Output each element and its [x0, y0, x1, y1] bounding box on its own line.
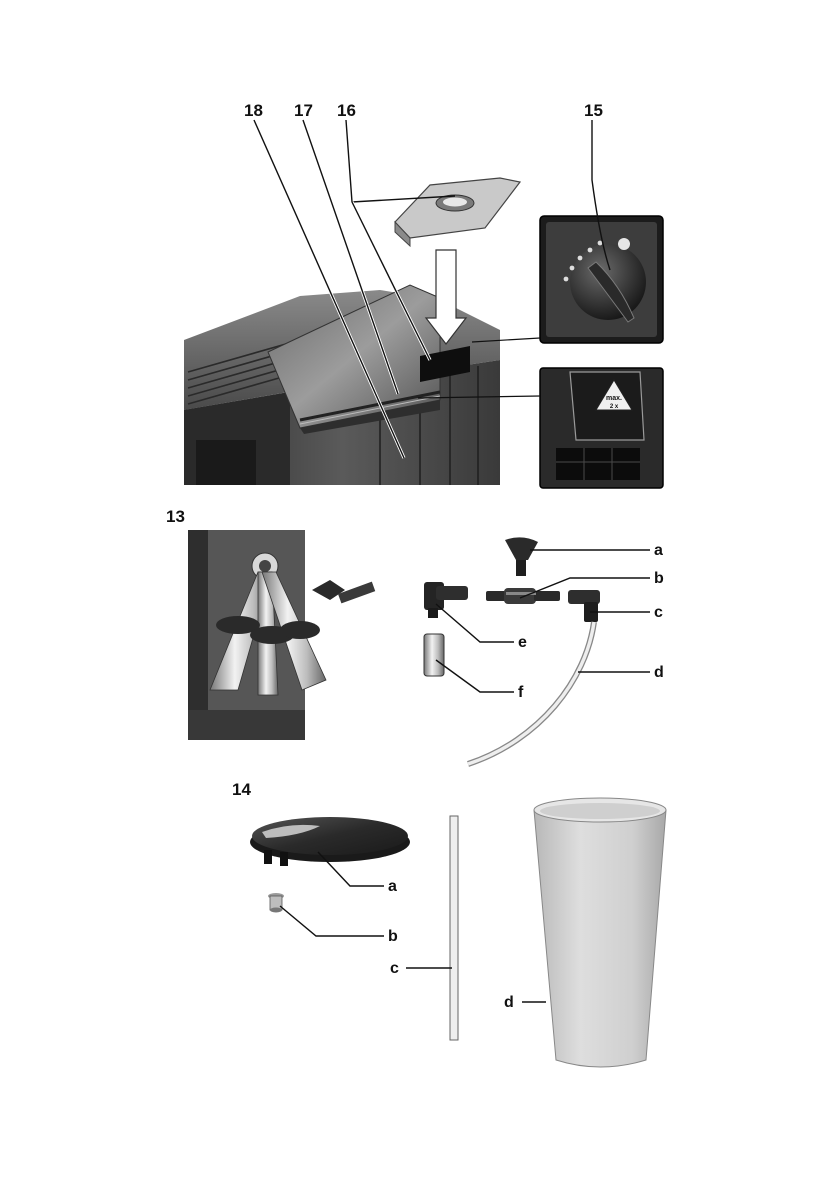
figure-13: 13 [166, 507, 664, 764]
part-14a-lid [250, 817, 410, 866]
part-13f-sleeve [424, 634, 444, 676]
top-figure: max. 2 x 18 17 16 15 [184, 101, 663, 488]
part-13d-hose [468, 622, 594, 764]
part-13c-elbow [568, 590, 600, 622]
figure-13-leaders [436, 550, 650, 692]
label-16: 16 [337, 101, 356, 120]
warning-2x-text: 2 x [610, 404, 619, 410]
figure-14-leaders [280, 852, 546, 1002]
label-13d: d [654, 664, 664, 681]
part-14d-container [534, 798, 666, 1067]
label-14a: a [388, 878, 397, 895]
warning-max-text: max. [606, 395, 622, 402]
label-13b: b [654, 570, 664, 587]
label-17: 17 [294, 101, 313, 120]
part-14b-insert [268, 893, 284, 913]
part-14c-straw [450, 816, 458, 1040]
figure-13-number: 13 [166, 507, 185, 526]
label-14d: d [504, 994, 514, 1011]
label-18: 18 [244, 101, 263, 120]
frother-nozzle-photo [188, 530, 375, 740]
figure-14: 14 a [232, 780, 666, 1067]
dosing-lid-part [395, 178, 520, 246]
figure-14-number: 14 [232, 780, 251, 799]
part-13b-coupling [486, 588, 560, 604]
part-13a-cap [505, 537, 538, 576]
label-14c: c [390, 960, 399, 977]
label-15: 15 [584, 101, 603, 120]
label-13f: f [518, 684, 524, 701]
label-13c: c [654, 604, 663, 621]
label-13e: e [518, 634, 527, 651]
label-14b: b [388, 928, 398, 945]
machine-top-photo [184, 250, 500, 485]
label-13a: a [654, 542, 663, 559]
inset-powder-chute: max. 2 x [540, 368, 663, 488]
